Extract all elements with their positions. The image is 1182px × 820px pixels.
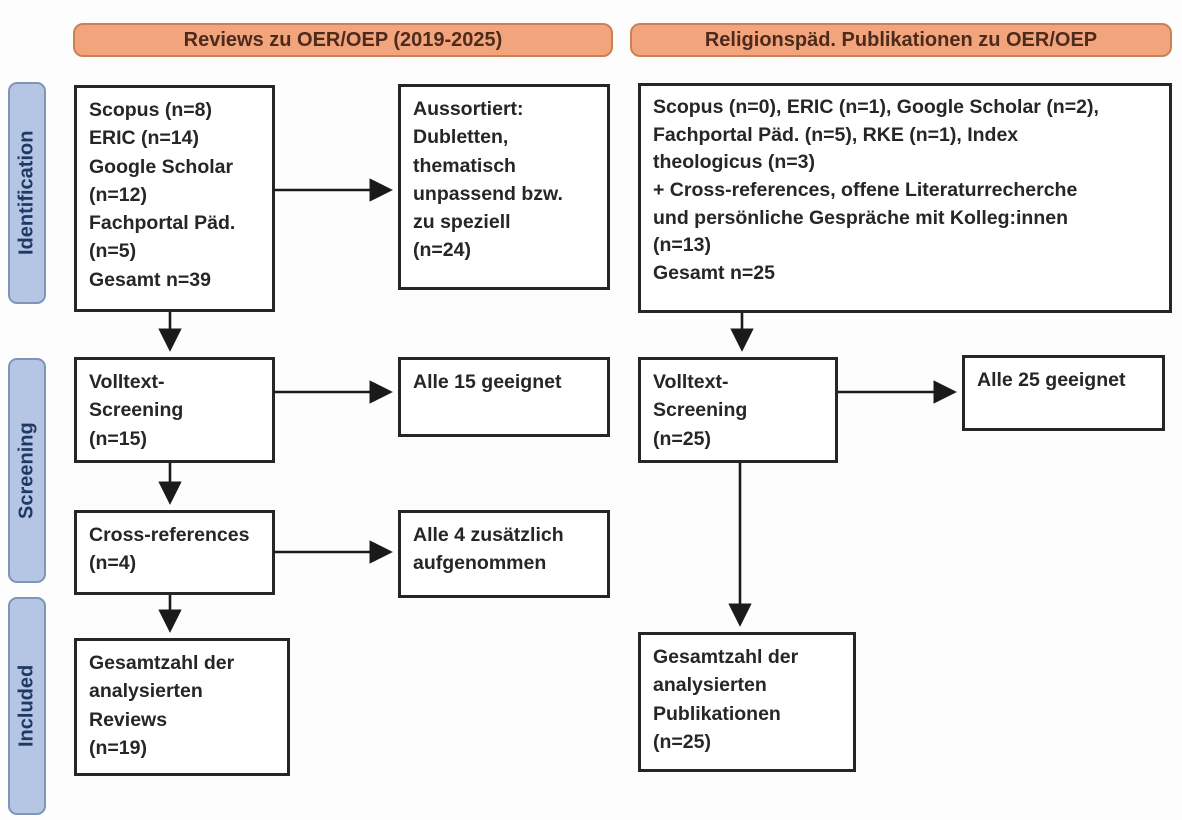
box-alle-4-aufgenommen: Alle 4 zusätzlich aufgenommen bbox=[398, 510, 610, 598]
stage-label-identification: Identification bbox=[8, 82, 46, 304]
box-identification-sources-left: Scopus (n=8) ERIC (n=14) Google Scholar … bbox=[74, 85, 275, 312]
box-volltext-screening-right: Volltext- Screening (n=25) bbox=[638, 357, 838, 463]
box-alle-15-geeignet: Alle 15 geeignet bbox=[398, 357, 610, 437]
box-aussortiert: Aussortiert: Dubletten, thematisch unpas… bbox=[398, 84, 610, 290]
column-header-religionspaed: Religionspäd. Publikationen zu OER/OEP bbox=[630, 23, 1172, 57]
box-cross-references: Cross-references (n=4) bbox=[74, 510, 275, 595]
box-gesamtzahl-reviews: Gesamtzahl der analysierten Reviews (n=1… bbox=[74, 638, 290, 776]
box-gesamtzahl-publikationen: Gesamtzahl der analysierten Publikatione… bbox=[638, 632, 856, 772]
column-header-reviews: Reviews zu OER/OEP (2019-2025) bbox=[73, 23, 613, 57]
stage-label-included: Included bbox=[8, 597, 46, 815]
box-alle-25-geeignet: Alle 25 geeignet bbox=[962, 355, 1165, 431]
stage-label-screening: Screening bbox=[8, 358, 46, 583]
box-identification-sources-right: Scopus (n=0), ERIC (n=1), Google Scholar… bbox=[638, 83, 1172, 313]
box-volltext-screening-left: Volltext- Screening (n=15) bbox=[74, 357, 275, 463]
